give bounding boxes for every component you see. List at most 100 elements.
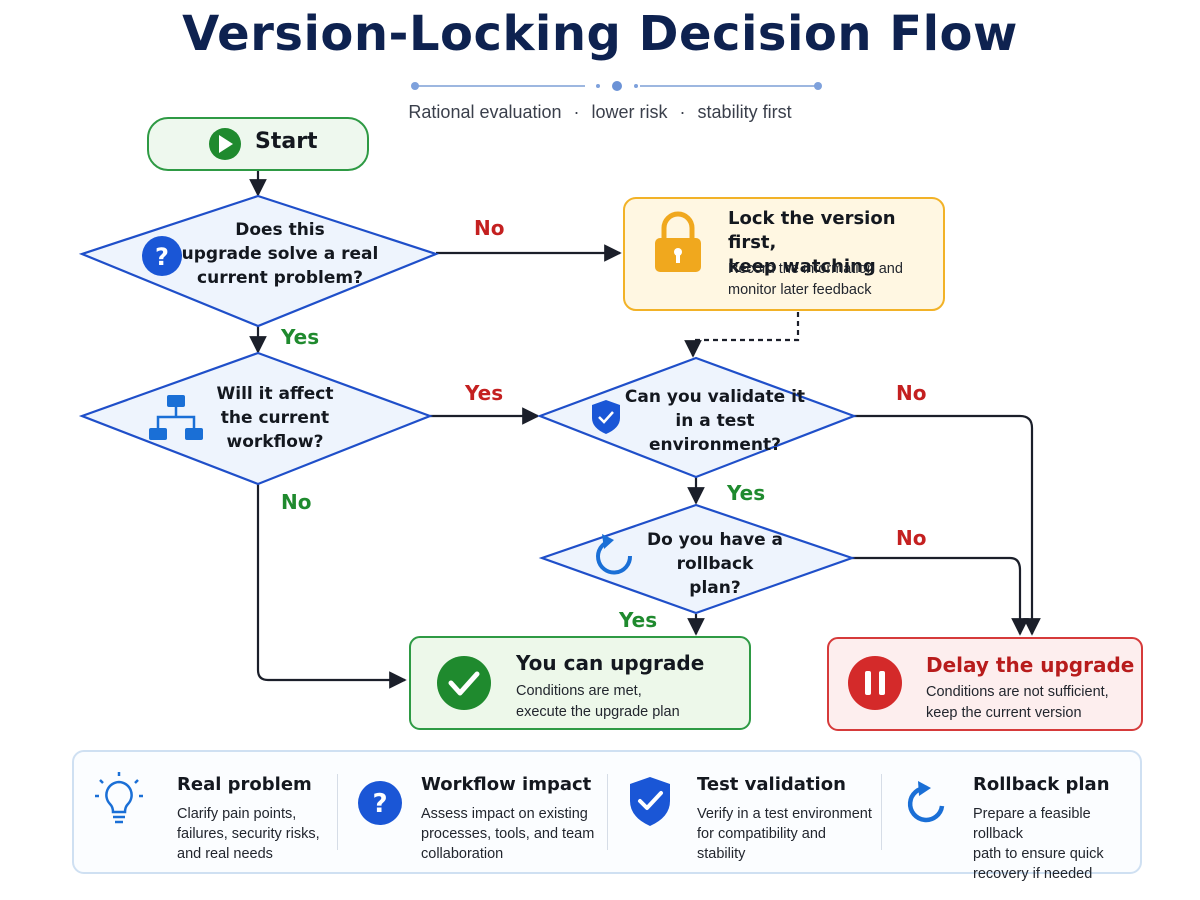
legend-item-test-validation: Test validation Verify in a test environ… bbox=[609, 752, 881, 872]
page-title: Version-Locking Decision Flow bbox=[182, 6, 1018, 62]
edge-rollback-no bbox=[852, 556, 1029, 636]
svg-text:?: ? bbox=[155, 243, 169, 271]
delay-title: Delay the upgrade bbox=[926, 653, 1135, 677]
start-node[interactable] bbox=[147, 117, 369, 171]
text-line: Assess impact on existing bbox=[421, 806, 588, 822]
check-circle-icon bbox=[437, 656, 491, 710]
text-line: path to ensure quick bbox=[973, 846, 1104, 862]
delay-desc: Conditions are not sufficient, keep the … bbox=[926, 682, 1138, 724]
pause-circle-icon bbox=[848, 656, 902, 710]
legend-item-workflow-impact: ? Workflow impact Assess impact on exist… bbox=[339, 752, 609, 872]
legend-title: Real problem bbox=[177, 774, 312, 795]
decision-rollback-text: Do you have a rollback plan? bbox=[640, 528, 790, 600]
subtitle-part: lower risk bbox=[591, 102, 668, 122]
refresh-icon bbox=[596, 534, 633, 575]
refresh-icon bbox=[907, 781, 945, 823]
decision-test[interactable] bbox=[536, 356, 858, 479]
text-line: workflow? bbox=[226, 432, 324, 452]
text-line: Can you validate it bbox=[624, 387, 806, 407]
text-line: keep the current version bbox=[926, 705, 1082, 721]
legend-divider bbox=[337, 774, 338, 850]
lock-box[interactable] bbox=[623, 197, 945, 311]
play-icon bbox=[209, 128, 241, 160]
decision-problem[interactable] bbox=[78, 194, 440, 328]
edge-label-rollback-no: No bbox=[896, 526, 927, 550]
flow-edges bbox=[249, 170, 1041, 689]
legend-title: Test validation bbox=[697, 774, 846, 795]
subtitle: Rational evaluation · lower risk · stability… bbox=[0, 102, 1200, 123]
edge-label-problem-no: No bbox=[474, 216, 505, 240]
text-line: Lock the version first, bbox=[728, 208, 896, 253]
svg-text:?: ? bbox=[372, 789, 387, 819]
edge-label-test-no: No bbox=[896, 381, 927, 405]
org-chart-icon bbox=[149, 395, 203, 440]
decision-rollback[interactable] bbox=[538, 503, 856, 615]
text-line: monitor later feedback bbox=[728, 282, 872, 298]
text-line: in a test bbox=[675, 411, 755, 431]
edge-label-rollback-yes: Yes bbox=[619, 608, 658, 632]
lightbulb-icon bbox=[95, 772, 143, 824]
subtitle-part: stability first bbox=[697, 102, 792, 122]
text-line: plan? bbox=[689, 578, 741, 598]
start-label: Start bbox=[255, 129, 318, 154]
edge-label-test-yes: Yes bbox=[727, 481, 766, 505]
edge-lock-to-test bbox=[684, 312, 800, 358]
text-line: rollback bbox=[676, 554, 754, 574]
subtitle-separator: · bbox=[679, 102, 686, 122]
upgrade-title: You can upgrade bbox=[516, 651, 705, 675]
edge-label-workflow-yes: Yes bbox=[465, 381, 504, 405]
legend-divider bbox=[881, 774, 882, 850]
text-line: Record the information and bbox=[728, 261, 903, 277]
delay-box[interactable] bbox=[827, 637, 1143, 731]
edge-label-problem-yes: Yes bbox=[281, 325, 320, 349]
legend-title: Workflow impact bbox=[421, 774, 592, 795]
decision-problem-text: Does this upgrade solve a real current p… bbox=[180, 218, 380, 290]
shield-check-icon bbox=[630, 777, 670, 826]
edge-workflow-no bbox=[256, 484, 407, 689]
text-line: execute the upgrade plan bbox=[516, 704, 680, 720]
text-line: Does this bbox=[235, 220, 325, 240]
question-icon: ? bbox=[358, 781, 402, 825]
subtitle-separator: · bbox=[573, 102, 580, 122]
text-line: keep watching bbox=[728, 256, 876, 277]
text-line: collaboration bbox=[421, 846, 504, 862]
text-line: environment? bbox=[648, 435, 782, 455]
legend-desc: Clarify pain points, failures, security … bbox=[177, 804, 367, 864]
upgrade-box[interactable] bbox=[409, 636, 751, 730]
legend-item-rollback-plan: Rollback plan Prepare a feasible rollbac… bbox=[883, 752, 1142, 882]
legend-desc: Prepare a feasible rollback path to ensu… bbox=[973, 804, 1143, 884]
text-line: Will it affect bbox=[216, 384, 334, 404]
text-line: stability bbox=[697, 846, 746, 862]
lock-box-title: Lock the version first, keep watching bbox=[728, 207, 938, 279]
lock-box-desc: Record the information and monitor later… bbox=[728, 259, 938, 301]
text-line: upgrade solve a real bbox=[181, 244, 379, 264]
edge-label-workflow-no: No bbox=[281, 490, 312, 514]
edge-test-no bbox=[854, 414, 1041, 636]
legend-divider bbox=[607, 774, 608, 850]
legend-item-real-problem: Real problem Clarify pain points, failur… bbox=[74, 752, 339, 872]
legend-title: Rollback plan bbox=[973, 774, 1110, 795]
decision-workflow-text: Will it affect the current workflow? bbox=[200, 382, 350, 454]
upgrade-desc: Conditions are met, execute the upgrade … bbox=[516, 681, 736, 723]
text-line: Conditions are met, bbox=[516, 683, 642, 699]
text-line: Verify in a test environment bbox=[697, 806, 872, 822]
text-line: Prepare a feasible rollback bbox=[973, 806, 1091, 842]
question-icon: ? bbox=[142, 236, 182, 276]
subtitle-part: Rational evaluation bbox=[408, 102, 562, 122]
lock-icon bbox=[655, 211, 701, 272]
text-line: Do you have a bbox=[646, 530, 784, 550]
text-line: for compatibility and bbox=[697, 826, 826, 842]
legend-panel: Real problem Clarify pain points, failur… bbox=[72, 750, 1142, 882]
text-line: recovery if needed bbox=[973, 866, 1093, 882]
text-line: Conditions are not sufficient, bbox=[926, 684, 1109, 700]
title-divider bbox=[411, 81, 822, 91]
legend-desc: Verify in a test environment for compati… bbox=[697, 804, 887, 864]
decision-workflow[interactable] bbox=[78, 351, 434, 486]
decision-test-text: Can you validate it in a test environmen… bbox=[620, 385, 810, 457]
shield-check-icon bbox=[592, 400, 620, 434]
text-line: current problem? bbox=[197, 268, 363, 288]
text-line: Clarify pain points, bbox=[177, 806, 297, 822]
text-line: failures, security risks, bbox=[177, 826, 320, 842]
text-line: and real needs bbox=[177, 846, 273, 862]
